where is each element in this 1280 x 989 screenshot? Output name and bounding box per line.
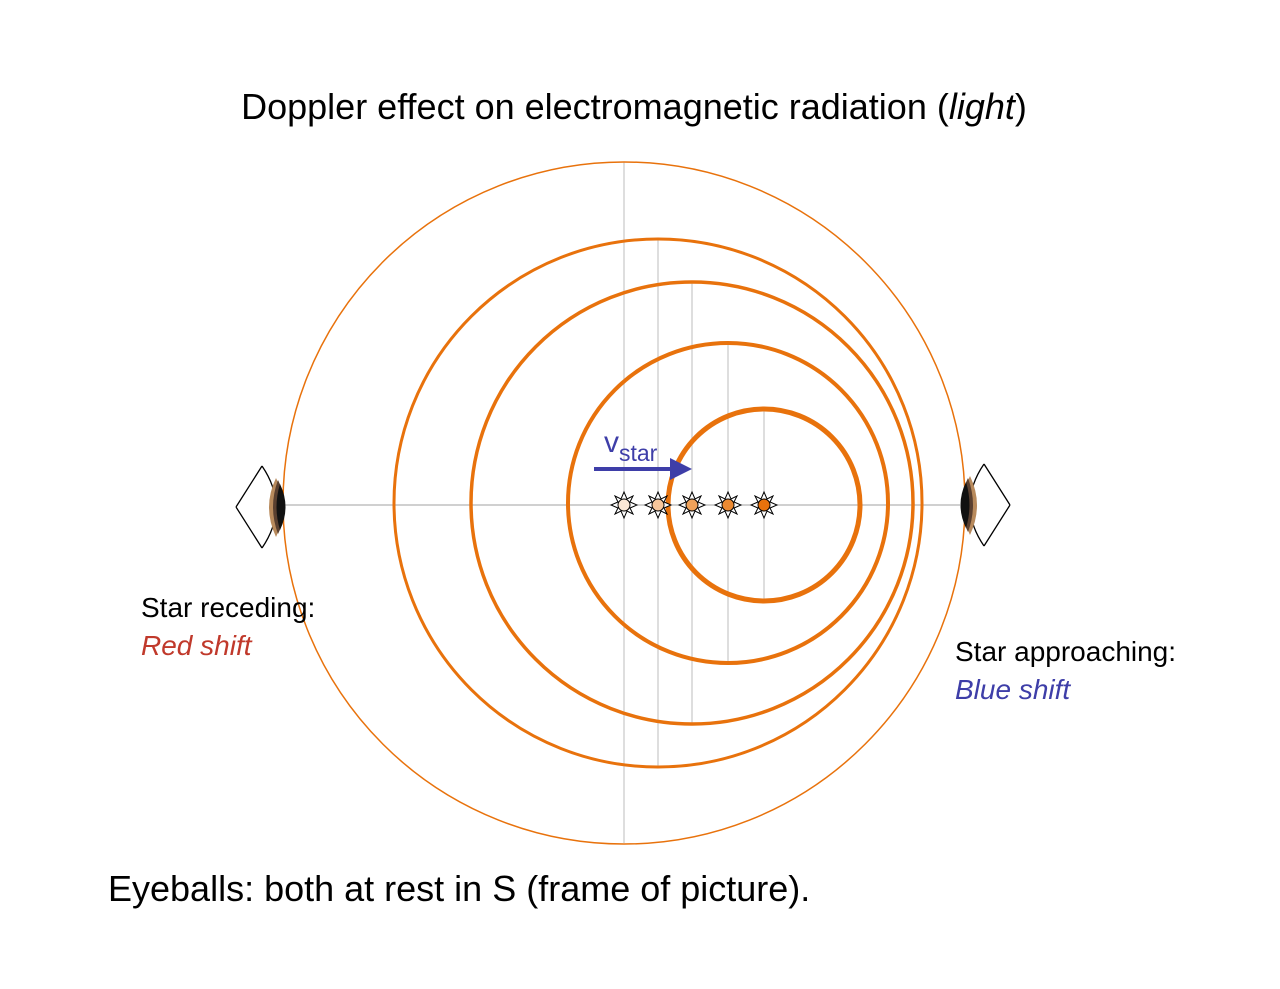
left-eye-icon <box>235 465 286 549</box>
star-icon <box>643 490 673 520</box>
right-observer-label: Star approaching: Blue shift <box>955 633 1176 709</box>
wavefront-4 <box>566 341 890 665</box>
title-italic: light <box>948 86 1015 127</box>
caption: Eyeballs: both at rest in S (frame of pi… <box>108 868 811 909</box>
star-icon <box>609 490 639 520</box>
velocity-arrow-icon <box>594 458 692 480</box>
right-eye-icon <box>960 463 1011 547</box>
approaching-text: Star approaching: <box>955 636 1177 667</box>
velocity-symbol: v <box>604 426 619 459</box>
stars <box>609 490 779 520</box>
velocity-subscript: star <box>619 440 658 466</box>
diagram-title: Doppler effect on electromagnetic radiat… <box>0 86 1268 128</box>
wavefront-2 <box>392 237 924 769</box>
velocity-label: vstar <box>604 426 657 467</box>
star-icon <box>713 490 743 520</box>
wavefront-3 <box>469 280 915 726</box>
receding-text: Star receding: <box>141 592 316 623</box>
left-observer-label: Star receding: Red shift <box>141 589 315 665</box>
red-shift-text: Red shift <box>141 630 252 661</box>
title-end: ) <box>1014 86 1027 127</box>
blue-shift-text: Blue shift <box>955 674 1071 705</box>
star-icon <box>749 490 779 520</box>
title-main: Doppler effect on electromagnetic radiat… <box>241 86 949 127</box>
star-icon <box>677 490 707 520</box>
